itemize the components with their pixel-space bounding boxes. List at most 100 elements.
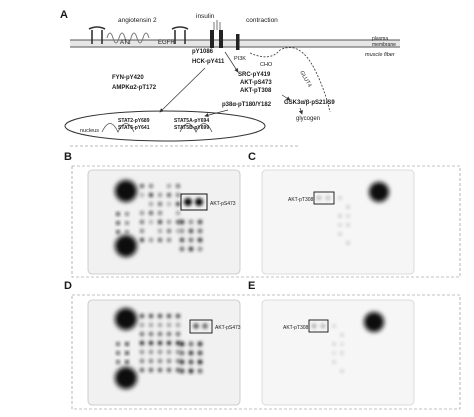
array-spot [166,313,172,319]
array-spot [175,219,181,225]
target-spot [193,323,199,329]
array-spot [346,241,350,245]
membrane-band [70,40,400,47]
array-spot [197,350,203,356]
array-spot [116,230,120,234]
stat5a-label: STAT5A-pY694 [174,118,209,124]
blot-d-spots [115,308,208,389]
array-spot [148,331,154,337]
array-spot [166,201,172,207]
array-spot [116,351,120,355]
target-spot [316,195,322,201]
frame-d-e [71,294,461,410]
array-spot [175,349,181,355]
array-spot [175,183,181,189]
array-spot [116,360,120,364]
membrane-e [261,299,415,406]
array-spot [139,349,145,355]
reference-spot [364,312,384,332]
array-spot [139,228,145,234]
panel-letter-d: D [64,280,72,292]
reference-spot [115,367,137,389]
array-spot [157,192,163,198]
array-spot [125,351,129,355]
array-spot [139,183,145,189]
blot-e-spots [311,312,384,373]
at1-label: AT1 [120,40,131,46]
target-spot [184,198,192,206]
array-spot [139,340,145,346]
blot-label-b: AKT-pS473 [210,201,236,207]
array-spot [166,219,172,225]
array-spot [179,219,185,225]
array-spot [197,237,203,243]
array-spot [139,358,145,364]
glut4-label: GLUT4 [298,70,312,88]
array-spot [346,205,350,209]
kinase-src: SRC-pY419 [238,72,271,78]
panel-letter-e: E [248,280,255,292]
array-spot [157,331,163,337]
array-spot [175,340,181,346]
array-spot [139,322,145,328]
array-spot [148,183,154,189]
highlight-box-b [180,193,208,211]
array-spot [157,349,163,355]
membrane-d [87,299,241,406]
arrow-gsk-to-glycogen [298,107,303,115]
array-spot [197,359,203,365]
panel-letter-c: C [248,151,256,163]
array-spot [166,358,172,364]
array-spot [175,358,181,364]
membrane-label-membrane: membrane [372,42,396,48]
reference-spot [115,235,137,257]
array-spot [175,367,181,373]
highlight-box-e [308,319,329,333]
array-spot [157,210,163,216]
target-spot [195,198,203,206]
reference-spot [369,182,389,202]
panel-letter-a: A [60,9,68,21]
array-spot [338,214,342,218]
array-spot [179,246,185,252]
blot-b-spots [115,180,203,257]
array-spot [197,246,203,252]
insulin-receptor [210,20,240,50]
array-spot [157,228,163,234]
array-spot [175,322,181,328]
arrow-hck-to-nucleus [159,67,206,113]
array-spot [179,350,185,356]
array-spot [197,368,203,374]
array-spot [139,192,145,198]
kinase-fyn: FYN-pY420 [112,75,144,81]
kinase-py1086: pY1086 [192,49,214,55]
array-spot [188,219,194,225]
array-spot [166,228,172,234]
highlight-box-d [189,319,213,334]
array-spot [125,221,129,225]
array-spot [116,212,120,216]
target-spot [202,323,208,329]
array-spot [340,342,344,346]
array-spot [139,237,145,243]
array-spot [166,237,172,243]
array-spot [346,223,350,227]
array-spot [188,237,194,243]
array-spot [179,228,185,234]
array-spot [188,246,194,252]
array-spot [179,368,185,374]
array-spot [188,350,194,356]
array-spot [157,358,163,364]
glut4-curve [249,47,331,113]
array-spot [166,340,172,346]
cho-label: CHO [260,62,273,68]
array-spot [175,210,181,216]
kinase-hck: HCK-pY411 [192,59,225,65]
array-spot [148,219,154,225]
array-spot [139,219,145,225]
kinase-gsk: GSK3α/β-pS21/S9 [284,100,335,106]
array-spot [175,228,181,234]
membrane-c [261,169,415,275]
